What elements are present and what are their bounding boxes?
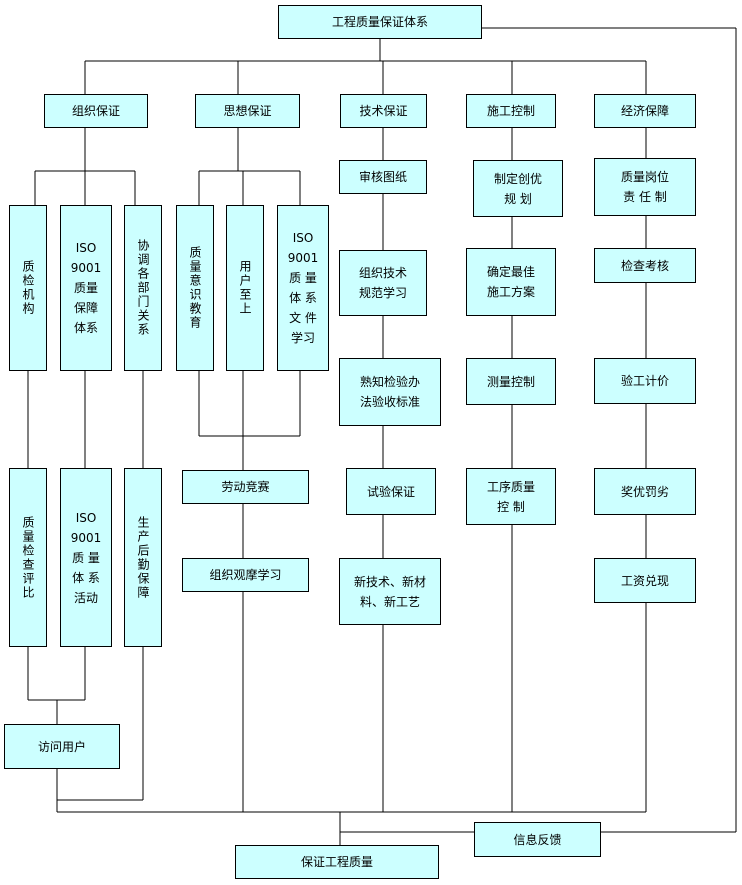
org-item-c2: 生产后勤保障 <box>124 468 162 647</box>
tech-item-d: 试验保证 <box>346 468 436 515</box>
category-construct: 施工控制 <box>466 94 556 128</box>
result-box: 保证工程质量 <box>235 845 439 879</box>
thought-item-e: 组织观摩学习 <box>182 558 309 592</box>
feedback-box: 信息反馈 <box>474 822 601 857</box>
econ-item-d: 奖优罚劣 <box>594 468 696 515</box>
tech-item-e: 新技术、新材 料、新工艺 <box>339 558 441 625</box>
thought-item-a: 质量意识教育 <box>176 205 214 371</box>
tech-item-c: 熟知检验办 法验收标准 <box>339 358 441 426</box>
category-econ: 经济保障 <box>594 94 696 128</box>
org-item-a1: 质检机构 <box>9 205 47 371</box>
category-org: 组织保证 <box>44 94 148 128</box>
thought-item-b: 用户至上 <box>226 205 264 371</box>
visit-users-box: 访问用户 <box>4 724 120 769</box>
thought-item-c: ISO 9001 质 量 体 系 文 件 学习 <box>277 205 329 371</box>
thought-item-d: 劳动竞赛 <box>182 470 309 504</box>
construct-item-a: 制定创优 规 划 <box>473 160 563 217</box>
top-title-box: 工程质量保证体系 <box>278 5 482 39</box>
org-item-a2: 质量检查评比 <box>9 468 47 647</box>
econ-item-b: 检查考核 <box>594 248 696 283</box>
org-item-b2: ISO 9001 质 量 体 系 活动 <box>60 468 112 647</box>
category-tech: 技术保证 <box>340 94 427 128</box>
tech-item-a: 审核图纸 <box>339 160 427 194</box>
org-item-c1: 协调各部门关系 <box>124 205 162 371</box>
tech-item-b: 组织技术 规范学习 <box>339 250 427 316</box>
org-item-b1: ISO 9001 质量 保障 体系 <box>60 205 112 371</box>
category-thought: 思想保证 <box>195 94 300 128</box>
construct-item-c: 测量控制 <box>466 358 556 405</box>
econ-item-e: 工资兑现 <box>594 558 696 603</box>
econ-item-c: 验工计价 <box>594 358 696 404</box>
construct-item-b: 确定最佳 施工方案 <box>466 248 556 316</box>
construct-item-d: 工序质量 控 制 <box>466 468 556 525</box>
econ-item-a: 质量岗位 责 任 制 <box>594 158 696 216</box>
